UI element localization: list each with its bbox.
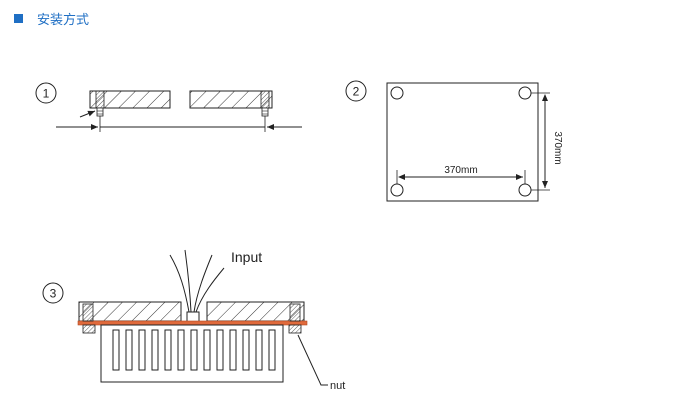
step-1-badge (35, 82, 57, 104)
mounting-hole-bottom-left (390, 183, 404, 197)
nut-label: nut (330, 380, 345, 392)
input-connector (186, 311, 200, 323)
step-1-right-bolt (260, 90, 270, 117)
mounting-hole-top-left (390, 86, 404, 100)
step-2-badge (345, 80, 367, 102)
step-1-left-bolt (95, 90, 105, 117)
step-1-right-panel (189, 90, 273, 109)
nut-leader-line (297, 334, 328, 386)
step-3-number: 3 (50, 287, 57, 301)
step-3-left-panel (78, 301, 182, 322)
step-2-hole-pattern: 2 370mm 370mm (345, 80, 563, 202)
step-2-horizontal-dim-label: 370mm (444, 165, 477, 176)
step-3-badge (42, 282, 64, 304)
step-2-plate (386, 82, 539, 202)
heatsink-fins (112, 329, 276, 371)
step-3-right-panel (206, 301, 305, 322)
step-3-left-bolt (82, 303, 96, 334)
step-1-number: 1 (43, 87, 50, 101)
step-2-number: 2 (353, 85, 360, 99)
mounting-hole-top-right (518, 86, 532, 100)
input-wires (169, 249, 225, 313)
step-1-pointer-arrow (79, 110, 96, 118)
step-3-assembly: 3 Input (42, 249, 345, 392)
step-1-panel-cutout: 1 (35, 82, 302, 132)
input-label: Input (231, 249, 262, 265)
step-1-left-panel (89, 90, 171, 109)
step-2-vertical-dim-label: 370mm (552, 131, 563, 164)
mounting-hole-bottom-right (518, 183, 532, 197)
square-bullet-icon (14, 13, 23, 23)
gasket (77, 320, 308, 326)
step-3-right-bolt (288, 303, 302, 334)
section-title: 安装方式 (37, 12, 90, 28)
section-header: 安装方式 (14, 9, 90, 28)
